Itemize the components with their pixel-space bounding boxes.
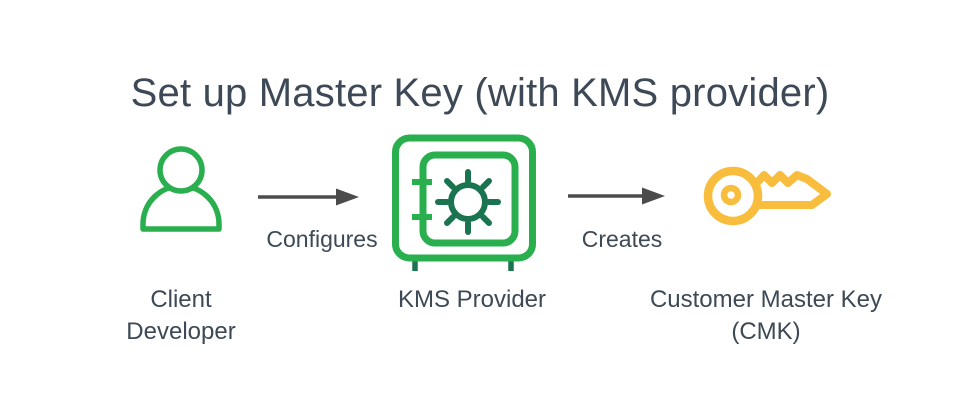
customer-master-key-node	[698, 162, 834, 232]
node-label-client-developer: Client Developer	[126, 286, 236, 345]
arrow-head	[642, 187, 665, 205]
vault-icon	[392, 134, 536, 271]
kms-provider-node	[392, 132, 538, 278]
arrow-right-icon	[258, 188, 359, 206]
key-icon	[703, 166, 831, 226]
diagram-title: Set up Master Key (with KMS provider)	[130, 71, 830, 115]
client-developer-node	[131, 137, 231, 237]
person-icon	[140, 146, 222, 232]
edge-label-creates: Creates	[581, 226, 663, 252]
key-shaft	[752, 171, 831, 209]
arrow-right-icon	[568, 187, 665, 205]
edge-creates	[565, 185, 670, 207]
person-head	[157, 146, 205, 194]
edge-label-configures: Configures	[266, 226, 378, 252]
vault-dial	[435, 169, 501, 235]
edge-configures	[255, 186, 363, 208]
node-label-customer-master-key: Customer Master Key (CMK)	[649, 286, 883, 345]
key-bow-hole	[720, 184, 742, 206]
vault-door	[419, 151, 519, 247]
arrow-head	[336, 188, 359, 206]
node-label-kms-provider: KMS Provider	[397, 286, 547, 313]
